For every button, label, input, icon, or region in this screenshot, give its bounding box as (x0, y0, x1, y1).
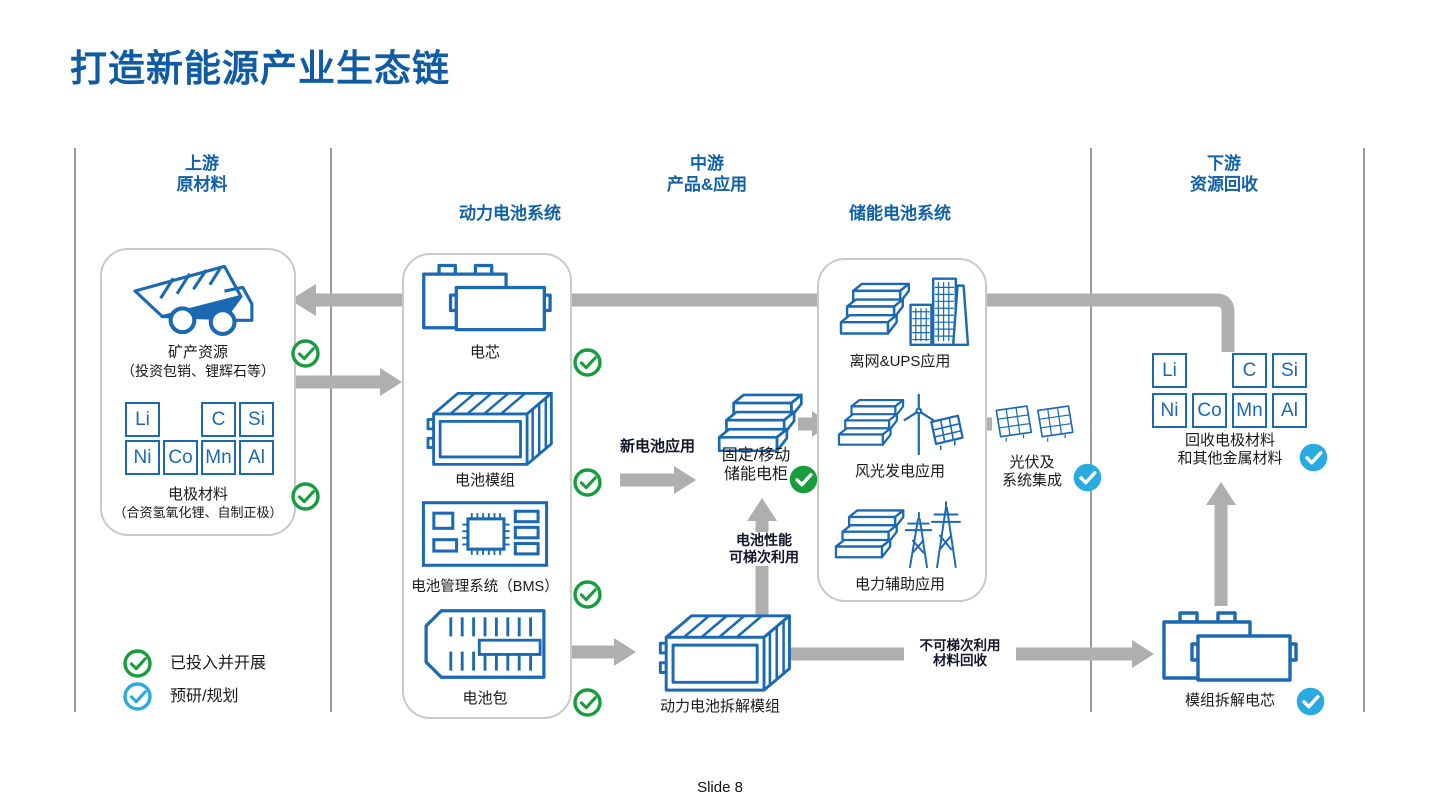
dismantle-module-icon (645, 606, 795, 696)
check-invested-module-icon (572, 467, 603, 498)
check-planned-dismantled-cell-icon (1295, 686, 1326, 717)
new-battery-arrow-label: 新电池应用 (619, 438, 695, 455)
bms-board-icon (418, 498, 552, 570)
recycled-tile-mn: Mn (1232, 393, 1267, 428)
header-storage-battery-system: 储能电池系统 (849, 204, 951, 223)
page-title: 打造新能源产业生态链 (70, 48, 450, 89)
check-invested-electrode-icon (290, 481, 321, 512)
electrode-label: 电极材料 (167, 486, 228, 503)
battery-pack-icon (418, 606, 552, 682)
check-planned-pv-icon (1072, 462, 1103, 493)
wind-solar-icon (822, 386, 978, 458)
arrow-recycle-loop (314, 293, 1235, 352)
bms-label: 电池管理系统（BMS） (411, 579, 559, 595)
check-invested-ess-cabinet-icon (788, 464, 819, 495)
check-planned-recovered-icon (1298, 442, 1329, 473)
header-downstream: 下游 资源回收 (1190, 154, 1258, 194)
arrowhead-non-cascade (1132, 640, 1154, 668)
power-aux-icon (824, 494, 976, 572)
divider-left (74, 148, 76, 712)
dismantled-cell-icon (1158, 608, 1298, 688)
module-label: 电池模组 (454, 472, 515, 489)
check-invested-mineral-icon (290, 338, 321, 369)
legend-planned-check-icon (122, 681, 153, 712)
dismantled-cell-label: 模组拆解电芯 (1184, 692, 1275, 709)
element-tile-ni: Ni (125, 440, 160, 475)
pv-label: 光伏及 系统集成 (1001, 454, 1062, 489)
element-tile-c: C (201, 402, 236, 437)
slide-number: Slide 8 (697, 779, 743, 796)
wind-solar-label: 风光发电应用 (854, 463, 945, 480)
element-tile-li: Li (125, 402, 160, 437)
legend-invested-check-icon (122, 648, 153, 679)
ess-cabinet-label: 固定/移动 储能电柜 (721, 447, 791, 483)
arrowhead-recycle-left (290, 284, 316, 316)
element-tile-co: Co (163, 440, 198, 475)
element-tile-al: Al (239, 440, 274, 475)
recovered-materials-label: 回收电极材料 和其他金属材料 (1177, 432, 1283, 467)
check-invested-cell-icon (572, 347, 603, 378)
arrowhead-new-battery (674, 466, 696, 494)
legend-planned-label: 预研/规划 (170, 688, 239, 705)
ess-cabinet-icon (712, 392, 804, 452)
recycled-tile-co: Co (1192, 393, 1227, 428)
header-upstream: 上游 原材料 (176, 154, 228, 194)
recycled-tile-si: Si (1272, 353, 1307, 388)
divider-upstream-midstream (330, 148, 332, 712)
mining-truck-icon (128, 260, 268, 344)
arrowhead-cascade-up (747, 498, 777, 521)
recycled-tile-li: Li (1152, 353, 1187, 388)
battery-module-icon (414, 384, 556, 470)
recycled-tile-ni: Ni (1152, 393, 1187, 428)
header-midstream: 中游 产品&应用 (666, 154, 748, 194)
battery-cell-icon (418, 260, 552, 338)
cell-label: 电芯 (469, 344, 500, 361)
pack-label: 电池包 (462, 690, 508, 707)
mineral-sub-label: （投资包销、锂辉石等） (121, 363, 275, 379)
power-aux-label: 电力辅助应用 (854, 576, 945, 593)
offgrid-ups-label: 离网&UPS应用 (849, 353, 951, 370)
cascade-arrow-label: 电池性能 可梯次利用 (716, 532, 812, 566)
divider-right (1363, 148, 1365, 712)
dismantle-module-label: 动力电池拆解模组 (659, 698, 780, 715)
arrowhead-to-cell (380, 368, 402, 396)
arrowhead-to-dismantle (614, 638, 636, 666)
recycled-tile-c: C (1232, 353, 1267, 388)
offgrid-ups-icon (828, 270, 974, 350)
element-tile-si: Si (239, 402, 274, 437)
header-power-battery-system: 动力电池系统 (459, 204, 561, 223)
non-cascade-arrow-label: 不可梯次利用 材料回收 (904, 638, 1016, 668)
legend-invested-label: 已投入并开展 (170, 655, 267, 672)
divider-midstream-downstream (1090, 148, 1092, 712)
arrowhead-materials-up (1206, 482, 1236, 505)
electrode-sub-label: （合资氢氧化锂、自制正极） (113, 505, 283, 520)
pv-panels-icon (993, 400, 1075, 446)
check-invested-bms-icon (572, 579, 603, 610)
mineral-label: 矿产资源 (167, 344, 228, 361)
element-tile-mn: Mn (201, 440, 236, 475)
recycled-tile-al: Al (1272, 393, 1307, 428)
check-invested-pack-icon (572, 687, 603, 718)
